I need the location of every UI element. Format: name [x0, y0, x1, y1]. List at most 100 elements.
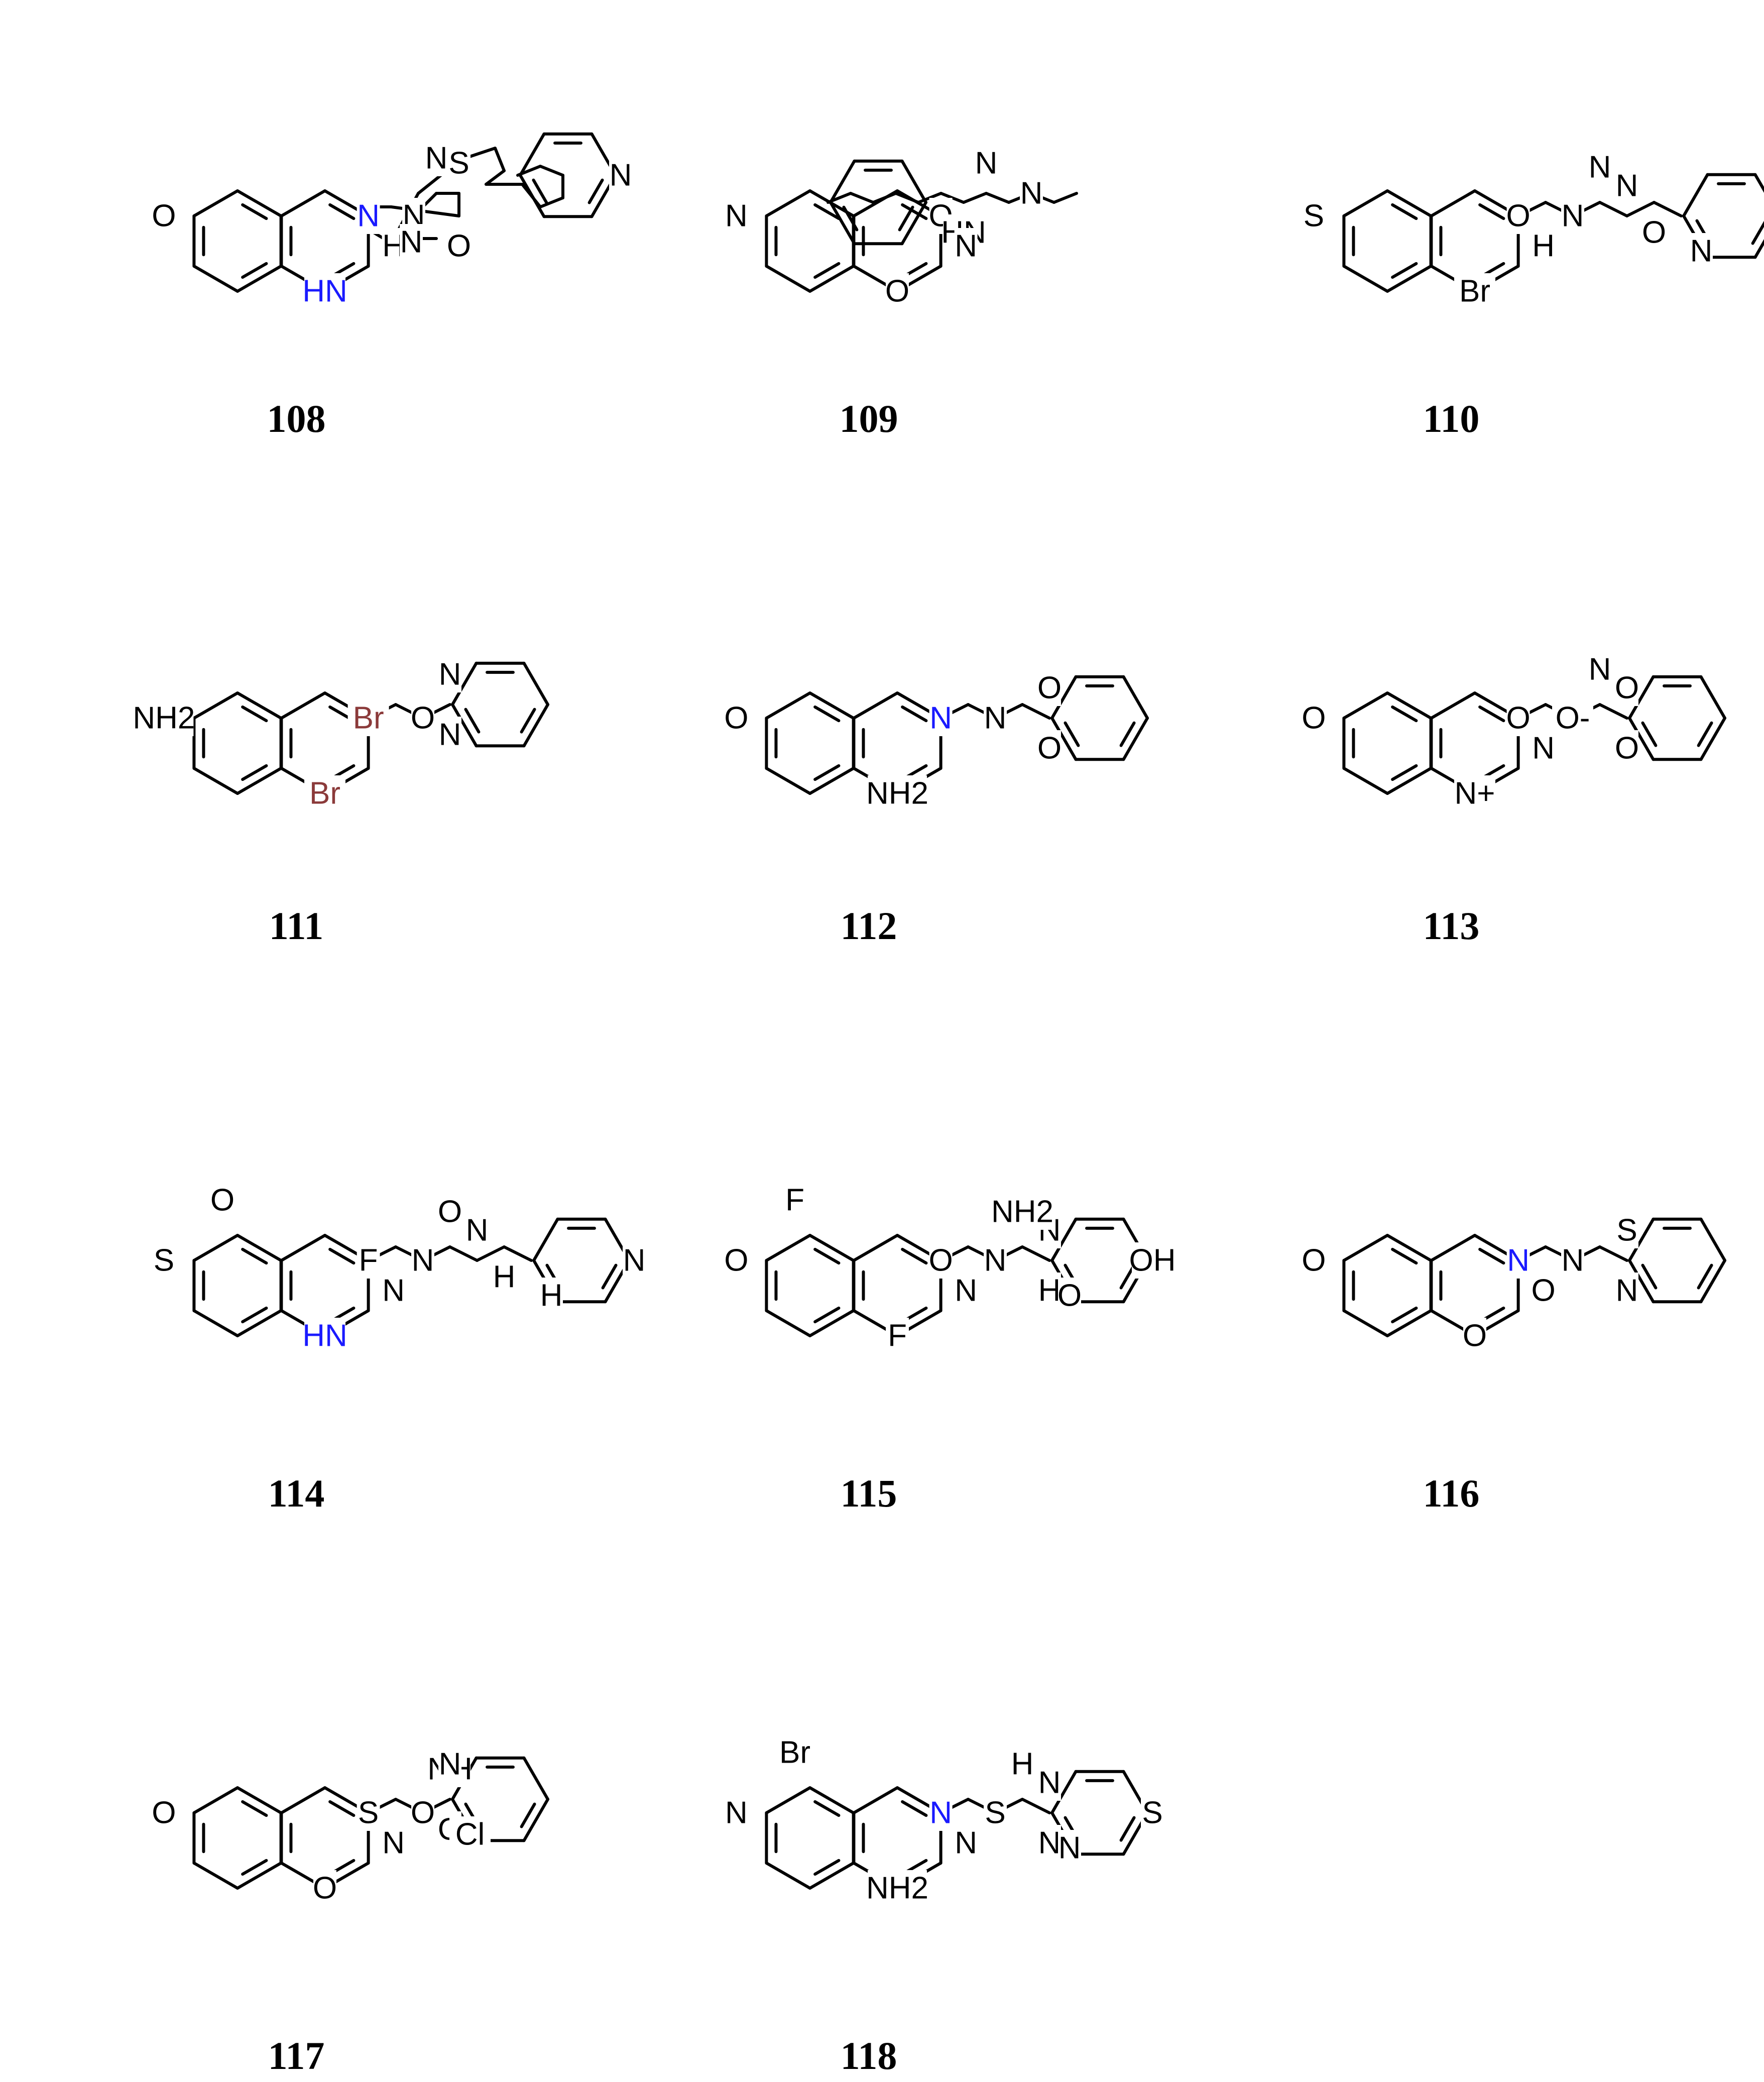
compound-number: 112: [841, 904, 897, 948]
atom-n: N: [1020, 176, 1043, 211]
atom-o: O: [411, 1796, 435, 1830]
phenyl-ring-double-bond: [1119, 721, 1136, 747]
atom-mask: [1506, 1242, 1530, 1279]
atom-mask: [304, 775, 345, 812]
benzo-ring-bond: [1342, 767, 1389, 795]
atom-mask: [1532, 228, 1555, 264]
compound-number: 114: [268, 1471, 325, 1515]
benzo-ring-double-bond: [241, 1306, 268, 1324]
phenyl-ring-double-bond: [842, 205, 859, 232]
atom-mask: [313, 1870, 336, 1906]
atom-f: F: [359, 1243, 378, 1278]
atom-n: N: [412, 1243, 434, 1278]
atom-mask: [868, 775, 927, 812]
atom-mask: [465, 1212, 489, 1248]
atom-s: S: [358, 1796, 379, 1830]
phenyl-ring-bond: [1699, 1217, 1726, 1262]
atom-o: O: [1302, 1243, 1326, 1278]
benzo-ring-bond: [1342, 1309, 1389, 1337]
benzo-ring-double-bond: [241, 1247, 268, 1265]
atom-s: S: [1142, 1796, 1162, 1830]
benzo-ring-bond: [1386, 1309, 1433, 1337]
atom-o: O: [1531, 1274, 1555, 1308]
atom-mask: [1615, 730, 1638, 766]
pyrimidine-ring-bond: [1430, 1234, 1476, 1262]
atom-n: N: [955, 229, 977, 264]
atom-o: O: [313, 1871, 337, 1906]
benzo-ring-bond: [236, 1862, 283, 1890]
atom-mask: [438, 1194, 461, 1230]
atom-mask: [929, 700, 953, 736]
phenyl-ring-bond: [451, 661, 478, 706]
phenyl-ring-bond: [1050, 1770, 1078, 1814]
atom-mask: [1506, 198, 1530, 234]
atom-mask: [1302, 700, 1326, 736]
benzo-ring-double-bond: [813, 1306, 841, 1324]
atom-mask: [357, 198, 380, 234]
pyrimidine-ring-bond: [852, 1234, 899, 1262]
atom-mask: [886, 1318, 909, 1354]
benzo-ring-double-bond: [241, 262, 268, 279]
atom-n: N: [1532, 731, 1555, 766]
benzo-ring-bond: [765, 691, 811, 720]
benzo-ring-bond: [808, 767, 855, 795]
atom-h: H: [1038, 1274, 1061, 1308]
compound-number: 118: [841, 2034, 897, 2077]
substituent-bond: [1598, 703, 1628, 720]
pyrimidine-ring-double-bond: [328, 1800, 356, 1817]
phenyl-ring-double-bond: [898, 205, 914, 232]
atom-n: N: [725, 1796, 748, 1830]
atom-o: O: [885, 274, 909, 309]
atom-mask: [1038, 1273, 1061, 1309]
benzo-ring-bond: [192, 767, 239, 795]
phenyl-ring-double-bond: [520, 1802, 536, 1828]
atom-mask: [411, 700, 434, 736]
phenyl-ring-bond: [522, 1756, 549, 1801]
atom-mask: [438, 717, 461, 753]
substituent-bond: [448, 1245, 479, 1262]
atom-mask: [447, 228, 471, 264]
atom-n: N: [439, 1747, 461, 1782]
substituent-bond: [1598, 1245, 1628, 1262]
pyrimidine-ring-double-bond: [901, 1800, 928, 1817]
compound-number: 115: [841, 1471, 897, 1515]
benzo-ring-double-bond: [1391, 1306, 1418, 1324]
benzo-ring-bond: [236, 189, 283, 217]
atom-mask: [1011, 1746, 1034, 1782]
substituent-bond: [485, 169, 506, 186]
compound-number: 117: [268, 2034, 325, 2077]
benzo-ring-bond: [765, 265, 811, 293]
pyrimidine-ring-double-bond: [1478, 1247, 1505, 1265]
atom-mask: [411, 1795, 434, 1831]
atom-o: O: [1615, 671, 1639, 706]
phenyl-ring-bond: [522, 1798, 549, 1842]
phenyl-ring-bond: [1050, 1217, 1078, 1262]
benzo-ring-double-bond: [813, 705, 841, 723]
phenyl-ring-bond: [1753, 239, 1764, 259]
atom-n: N: [929, 1796, 952, 1830]
atom-mask: [152, 198, 176, 234]
benzo-ring-bond: [1386, 691, 1433, 720]
phenyl-ring-bond: [900, 201, 927, 246]
atom-n: N: [1616, 169, 1638, 203]
atom-n: N: [1616, 1274, 1638, 1308]
pyrimidine-ring-bond: [1430, 691, 1476, 720]
atom-mask: [1058, 1278, 1081, 1314]
atom-br: Br: [353, 701, 384, 736]
benzo-ring-bond: [192, 265, 239, 293]
benzo-ring-bond: [192, 1862, 239, 1890]
benzo-ring-bond: [1342, 691, 1389, 720]
atom-mask: [1132, 1242, 1173, 1279]
benzo-ring-double-bond: [813, 262, 841, 279]
substituent-bond: [1021, 703, 1051, 720]
benzo-ring-double-bond: [1391, 1247, 1418, 1265]
atom-mask: [447, 145, 471, 181]
atom-mask: [1454, 775, 1495, 812]
substituent-bond: [872, 192, 897, 204]
atom-o: O: [438, 1195, 462, 1229]
atom-mask: [868, 1870, 927, 1906]
phenyl-ring-bond: [1699, 717, 1726, 761]
